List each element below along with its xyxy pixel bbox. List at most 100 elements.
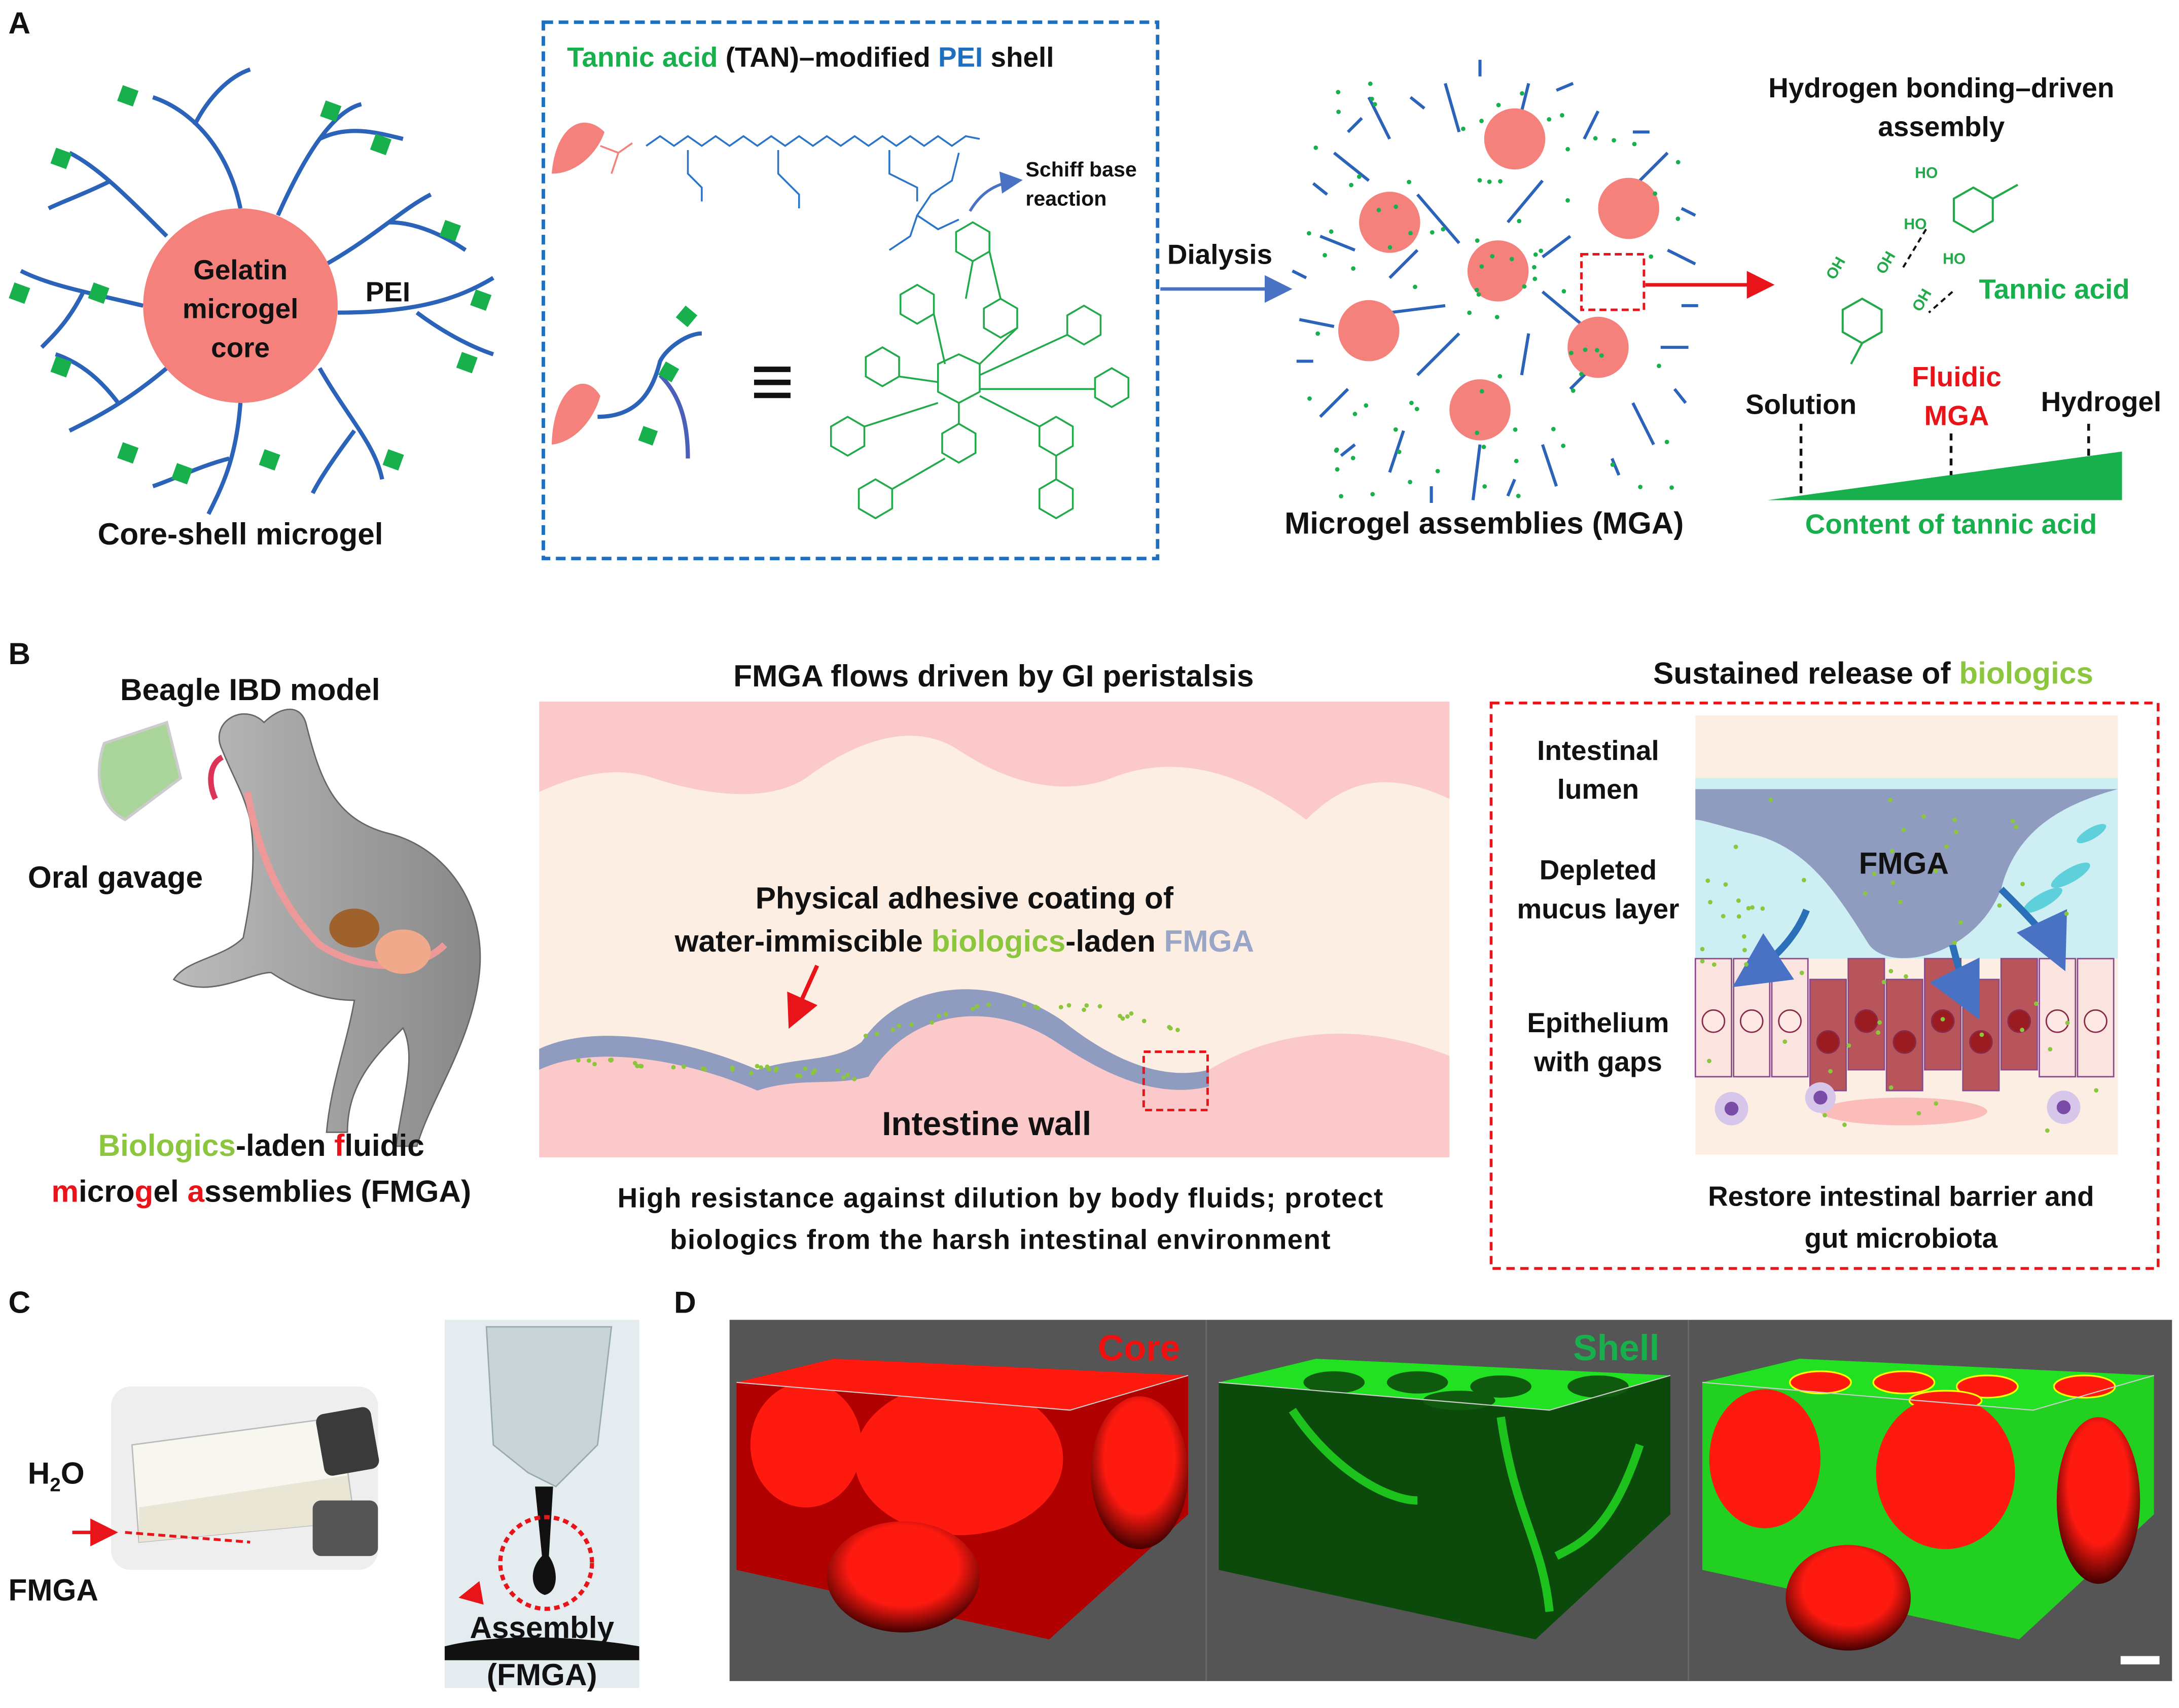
dot xyxy=(971,1006,975,1011)
dot xyxy=(1799,970,1804,975)
dot xyxy=(1022,1002,1026,1007)
dot xyxy=(1551,426,1556,431)
dot xyxy=(1708,900,1712,904)
dot xyxy=(1430,230,1435,235)
cell-nucleus xyxy=(1778,1009,1802,1033)
fmga-coating-layer xyxy=(539,989,1209,1091)
dot xyxy=(671,1065,676,1070)
dot xyxy=(1441,227,1446,232)
dot xyxy=(975,1004,980,1009)
dot xyxy=(1475,238,1480,243)
dot xyxy=(1736,898,1741,903)
dot xyxy=(1315,331,1320,336)
dot xyxy=(1921,814,1926,819)
fmga-release-label: FMGA xyxy=(1859,846,1949,881)
cell-nucleus xyxy=(2045,1009,2069,1033)
dot xyxy=(1479,389,1484,394)
fmga-definition-line1: Biologics-laden fluidic xyxy=(98,1128,424,1164)
highlight-letter: f xyxy=(334,1128,345,1163)
content-of-tannic-acid-label: Content of tannic acid xyxy=(1805,510,2097,541)
panel-label-d: D xyxy=(674,1285,696,1320)
dot xyxy=(1979,1032,1984,1037)
dot xyxy=(1583,347,1588,352)
dot xyxy=(1307,396,1312,401)
panel-label-a: A xyxy=(8,5,30,41)
dot xyxy=(890,1027,896,1032)
dot xyxy=(1084,1003,1089,1008)
dot xyxy=(638,1064,642,1069)
dot xyxy=(986,1002,991,1007)
phase-markers xyxy=(1799,423,2090,493)
dot xyxy=(1664,440,1669,445)
dot xyxy=(1916,1111,1921,1116)
dot xyxy=(1707,1059,1711,1064)
cell-nucleus xyxy=(1701,1009,1726,1033)
dot xyxy=(1846,1043,1851,1048)
dot xyxy=(1487,179,1492,184)
subscript: 2 xyxy=(50,1473,61,1496)
dot xyxy=(1516,493,1521,498)
zoom-region-box xyxy=(1580,253,1646,311)
dot xyxy=(1952,817,1957,822)
dot xyxy=(1350,456,1355,460)
dot xyxy=(930,1020,935,1025)
dot xyxy=(1954,829,1959,834)
fmga-photo-label: FMGA xyxy=(8,1573,98,1608)
dot xyxy=(592,1062,597,1067)
dot xyxy=(1474,287,1479,293)
cell-nucleus xyxy=(2007,1009,2031,1033)
dot xyxy=(1940,1017,1945,1022)
coating-arrow xyxy=(787,964,819,1029)
dot xyxy=(943,1012,948,1016)
dot xyxy=(1872,871,1877,877)
dot xyxy=(1721,914,1726,919)
schiff-line: Schiff base xyxy=(1025,158,1137,182)
core-shell-caption: Core-shell microgel xyxy=(97,517,383,552)
dot xyxy=(755,1064,760,1069)
scale-bar xyxy=(2120,1656,2160,1664)
dot xyxy=(1490,253,1495,259)
dot xyxy=(1742,934,1746,939)
dot xyxy=(1904,974,1908,979)
dot xyxy=(863,1033,868,1038)
dot xyxy=(1520,91,1524,96)
release-region-box xyxy=(1142,1050,1209,1112)
dot xyxy=(2020,1028,2025,1032)
dot xyxy=(1514,458,1519,463)
core-label-line: microgel xyxy=(182,294,299,325)
dot xyxy=(1482,484,1487,489)
biologics-word: biologics xyxy=(931,924,1066,959)
text-span: luidic xyxy=(344,1128,424,1163)
dot xyxy=(1035,1005,1040,1010)
flow-caption-line1: High resistance against dilution by body… xyxy=(617,1183,1384,1215)
text-span: O xyxy=(60,1456,85,1491)
dot xyxy=(1768,797,1773,803)
dot xyxy=(1881,979,1886,985)
dot xyxy=(1175,1028,1180,1032)
dot xyxy=(1561,443,1566,448)
dot xyxy=(1370,96,1374,101)
dot xyxy=(1952,940,1957,945)
dot xyxy=(1888,797,1893,803)
dot xyxy=(1387,245,1392,250)
dot xyxy=(1066,1003,1071,1008)
dot xyxy=(1565,198,1570,203)
dot xyxy=(1863,891,1868,896)
dot xyxy=(767,1067,772,1072)
dot xyxy=(1669,485,1674,490)
dot xyxy=(937,1013,941,1019)
dot xyxy=(1306,231,1311,236)
dot xyxy=(1561,289,1566,294)
dot xyxy=(1409,401,1414,406)
dot xyxy=(1898,899,1903,904)
dot xyxy=(1413,284,1417,289)
biologics-word: Biologics xyxy=(98,1128,236,1163)
core-label-line: Gelatin xyxy=(193,256,288,286)
dot xyxy=(1736,914,1741,919)
hydrogen-bond-structures xyxy=(1841,184,2019,365)
highlight-letter: g xyxy=(134,1174,154,1209)
dot xyxy=(1593,136,1598,141)
